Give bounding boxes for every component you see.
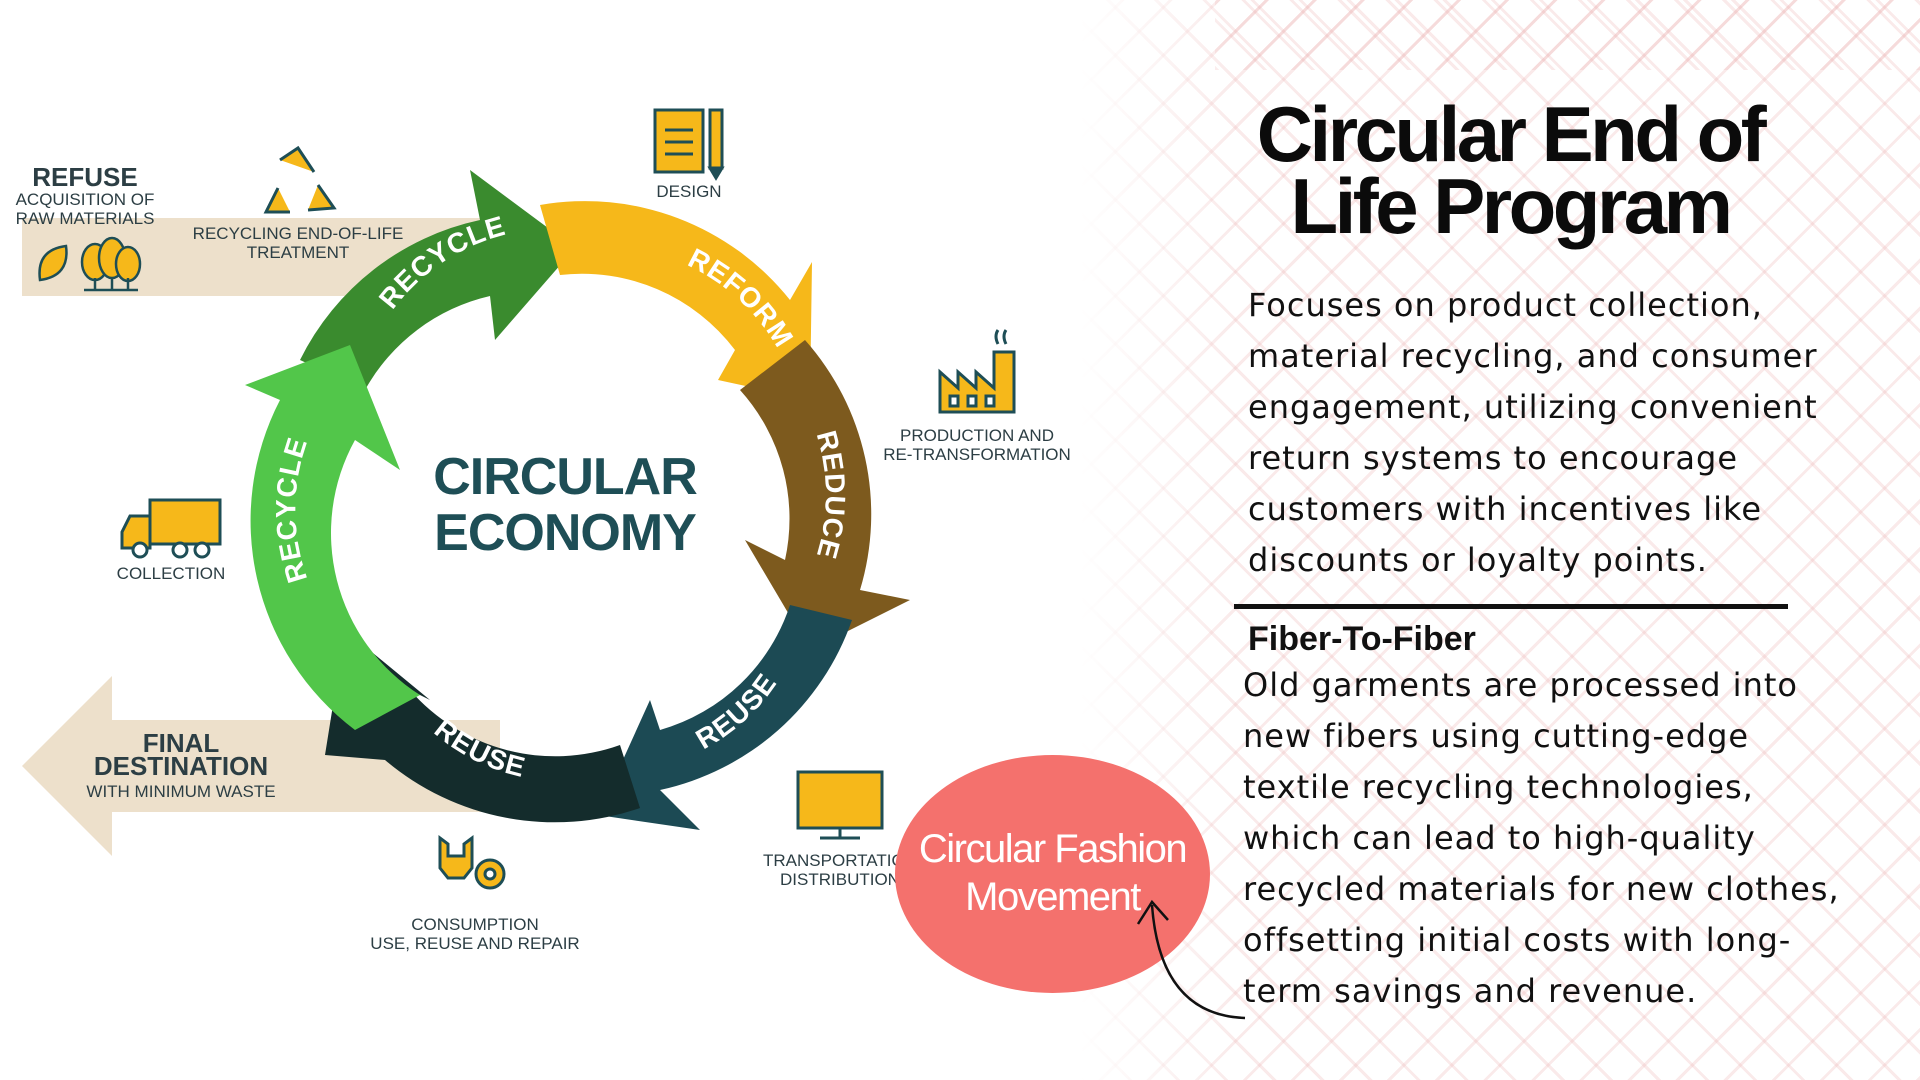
background-pattern-top xyxy=(1215,0,1920,70)
refuse-title: REFUSE xyxy=(32,162,137,192)
segment-reform xyxy=(540,201,812,400)
document-pencil-icon xyxy=(653,108,725,181)
recycling-line2: TREATMENT xyxy=(247,243,350,262)
segment-reduce xyxy=(740,340,910,650)
transportation-line1: TRANSPORTATION xyxy=(763,851,917,870)
segment-recycle-top xyxy=(300,170,575,390)
fiber-heading: Fiber-To-Fiber xyxy=(1248,620,1476,658)
final-title1: FINAL xyxy=(143,728,220,758)
circular-fashion-label: Circular Fashion Movement xyxy=(918,827,1188,919)
center-title-line2: ECONOMY xyxy=(434,504,696,562)
curved-arrow-pointer xyxy=(1136,899,1246,1020)
circular-economy-diagram: RECYCLE REFORM REDUCE REUSE REUSE RECYCL… xyxy=(16,108,1071,953)
design-label: DESIGN xyxy=(656,182,721,201)
consumption-line1: CONSUMPTION xyxy=(411,915,539,934)
recycling-line1: RECYCLING END-OF-LIFE xyxy=(193,224,404,243)
monitor-icon xyxy=(796,770,884,840)
transportation-line2: DISTRIBUTION xyxy=(780,870,900,889)
segment-reuse-right xyxy=(598,605,852,830)
description-paragraph: Focuses on product collection, material … xyxy=(1248,286,1818,579)
refuse-line2: RAW MATERIALS xyxy=(16,209,155,228)
section-divider xyxy=(1234,604,1788,609)
center-title-line1: CIRCULAR xyxy=(433,448,697,506)
fiber-paragraph: Old garments are processed into new fibe… xyxy=(1243,666,1840,1010)
circular-fashion-blob xyxy=(895,755,1210,993)
wrench-gear-icon xyxy=(438,835,506,890)
leaf-tree-icon xyxy=(38,236,142,292)
refuse-line1: ACQUISITION OF xyxy=(16,190,155,209)
final-line1: WITH MINIMUM WASTE xyxy=(86,782,275,801)
factory-icon xyxy=(938,329,1016,414)
segment-recycle-left xyxy=(245,345,420,730)
production-line1: PRODUCTION AND xyxy=(900,426,1054,445)
collection-label: COLLECTION xyxy=(117,564,226,583)
segment-reuse-bottom xyxy=(325,630,640,823)
production-line2: RE-TRANSFORMATION xyxy=(883,445,1071,464)
final-title2: DESTINATION xyxy=(94,751,268,781)
consumption-line2: USE, REUSE AND REPAIR xyxy=(370,934,579,953)
recycle-symbol-icon xyxy=(263,145,337,214)
page-title: Circular End of Life Program xyxy=(1256,90,1767,250)
truck-icon xyxy=(120,498,222,559)
